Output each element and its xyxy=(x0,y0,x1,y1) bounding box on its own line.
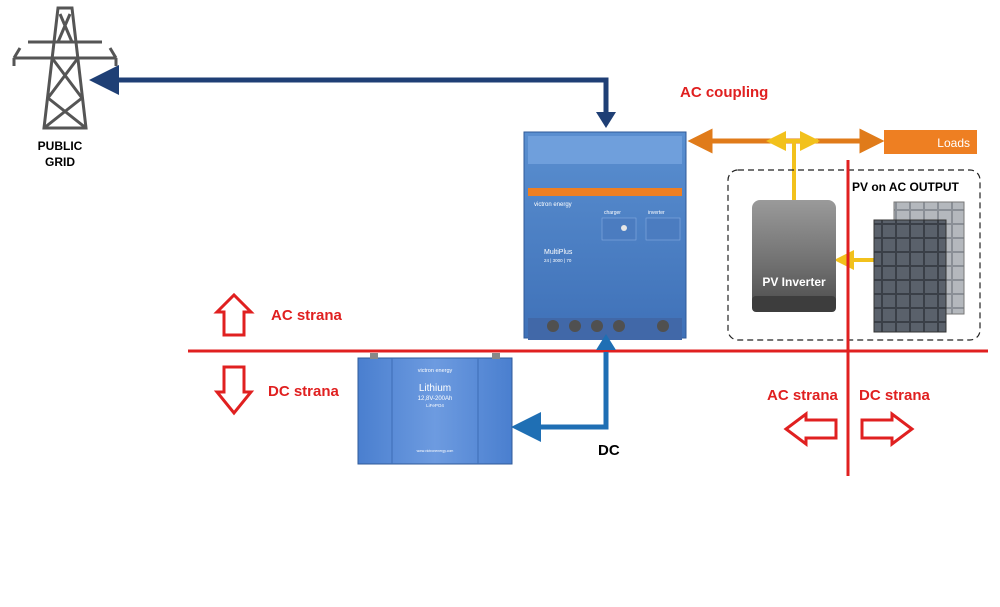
ac-coupling-label: AC coupling xyxy=(680,84,768,101)
dc-down-arrow xyxy=(213,365,255,416)
dc-connection-arrow xyxy=(511,352,609,442)
grid-label-1: PUBLIC xyxy=(38,139,83,153)
dc-strana-right-label: DC strana xyxy=(859,387,931,404)
multiplus-rating: 24 | 3000 | 70 xyxy=(544,258,572,263)
pv-on-ac-output-label: PV on AC OUTPUT xyxy=(852,180,960,194)
battery-sub: LiFePO4 xyxy=(426,403,444,408)
dc-right-arrow xyxy=(860,411,915,447)
multiplus-model: MultiPlus xyxy=(544,249,573,256)
battery-spec: 12,8V-200Ah xyxy=(418,396,453,402)
pv-ac-output-box xyxy=(727,169,981,341)
dc-label: DC xyxy=(598,442,620,459)
battery-brand: victron energy xyxy=(418,368,453,374)
pv-inverter xyxy=(752,200,836,312)
ac-left-arrow xyxy=(783,411,838,447)
lithium-battery xyxy=(357,353,513,465)
pv-inverter-label: PV Inverter xyxy=(762,275,826,289)
multiplus-brand: victron energy xyxy=(534,202,572,208)
dc-strana-left-label: DC strana xyxy=(268,383,340,400)
ac-strana-left-label: AC strana xyxy=(271,307,343,324)
grid-connection-arrow xyxy=(89,65,609,118)
ac-strana-right-label: AC strana xyxy=(767,387,839,404)
battery-url: www.victronenergy.com xyxy=(417,449,454,453)
battery-chem: Lithium xyxy=(419,383,451,394)
multiplus-unit: victron energy charger inverter MultiPlu… xyxy=(523,131,687,340)
loads-box xyxy=(884,130,977,154)
multiplus-charger-col: charger xyxy=(604,210,621,216)
grid-to-multiplus-arrowhead xyxy=(596,112,616,128)
multiplus-inverter-col: inverter xyxy=(648,210,665,216)
pylon-icon xyxy=(12,6,118,130)
pv-panels xyxy=(873,201,965,333)
dc-to-multiplus-arrowhead xyxy=(596,334,616,350)
loads-label: Loads xyxy=(937,136,970,150)
grid-label-2: GRID xyxy=(45,155,75,169)
pv-ac-link xyxy=(770,139,818,208)
ac-up-arrow xyxy=(213,292,255,337)
